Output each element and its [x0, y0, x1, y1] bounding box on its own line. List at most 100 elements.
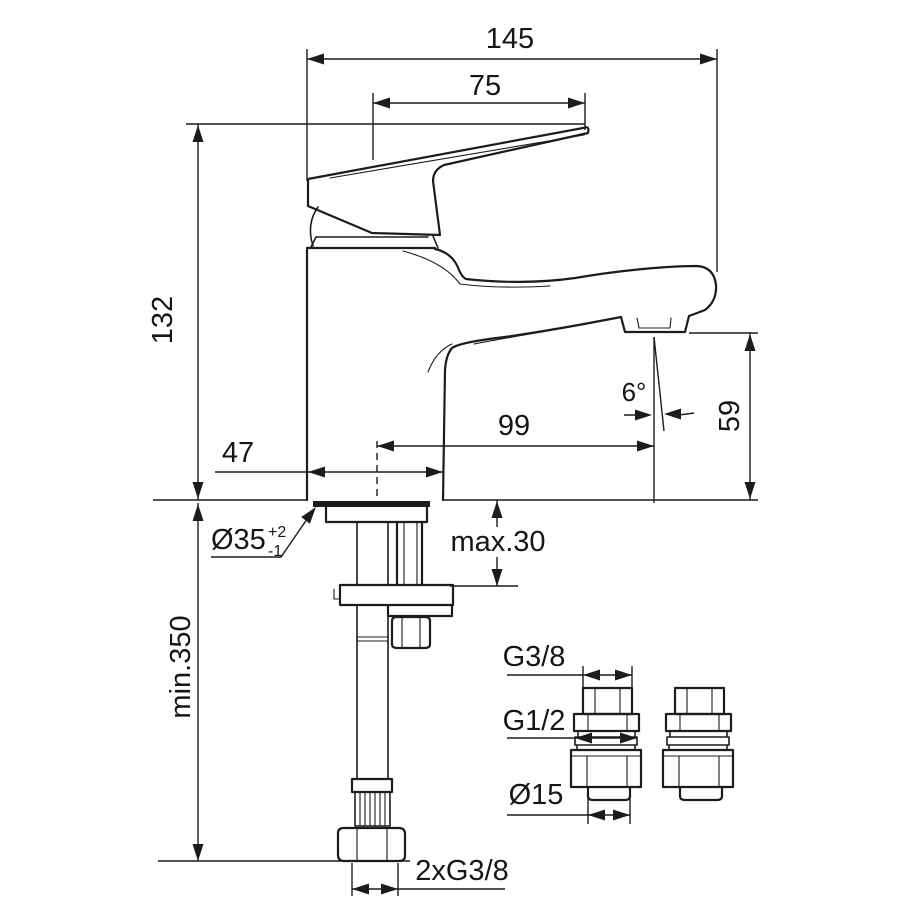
ext-lines: [582, 666, 633, 688]
dim-arrow: [491, 501, 503, 518]
hole-tolerance-lower: -1: [268, 543, 282, 560]
dim-arrow: [613, 809, 630, 821]
dim-arrow: [192, 125, 204, 142]
fitting-thread-top-label: G3/8: [503, 641, 566, 673]
mounting-deck: [153, 499, 758, 524]
ext-lines: [306, 49, 718, 272]
shank-tube: [395, 520, 424, 586]
dim-spout-reach: 99: [376, 410, 654, 504]
mounting-nut: [390, 615, 432, 650]
fitting-foot: [586, 785, 632, 802]
cap-top-edge: [310, 235, 439, 249]
compression-fitting-2: [661, 686, 735, 802]
aerator: [619, 314, 691, 334]
aerator-outline: [619, 314, 691, 334]
ext-lines: [351, 863, 399, 896]
dim-overall-length: 145: [306, 23, 718, 272]
arrow-tails: [624, 412, 695, 416]
dim-arrow: [744, 334, 756, 351]
shank-tube-inner: [403, 521, 418, 585]
dim-arrow: [588, 809, 605, 821]
handle-blade-inner-line: [329, 134, 585, 179]
fitting-stub: [581, 686, 634, 716]
dim-arrow: [192, 844, 204, 861]
spout-fillet: [427, 343, 453, 373]
handle-outline: [306, 126, 590, 237]
hose-ribs-outline: [354, 791, 391, 827]
dim-height: 132: [147, 123, 585, 500]
dim-arrow: [377, 440, 394, 452]
dim-outlet-height: 59: [689, 332, 758, 500]
dim-spout-angle: 6°: [622, 336, 695, 503]
dim-arrow: [615, 669, 632, 681]
shank-flange: [324, 505, 429, 524]
mounting-hardware: [333, 583, 455, 650]
dim-hose-length-label: min.350: [165, 615, 197, 718]
dim-pipe-diameter: Ø15: [507, 779, 631, 824]
washer-flange: [338, 583, 455, 607]
hose-braid-upper: [356, 521, 389, 586]
hose-ribs: [359, 791, 386, 827]
hose-end-fitting: [158, 777, 410, 863]
washer-tab: [333, 588, 341, 600]
dim-arrow: [637, 440, 654, 452]
dim-overall-length-label: 145: [486, 23, 534, 55]
pipe-diameter-label: Ø15: [509, 779, 564, 811]
dim-arrow: [744, 482, 756, 499]
spout-top-edge: [433, 247, 718, 318]
faucet-body: [305, 246, 447, 502]
dim-arrow: [491, 569, 503, 586]
hose-nut: [336, 826, 407, 863]
dim-spout-angle-label: 6°: [622, 377, 647, 407]
dim-handle-length-label: 75: [469, 70, 501, 102]
dim-body-width-label: 47: [222, 437, 254, 469]
flex-hose: [356, 520, 424, 780]
spout-underside-highlight: [473, 318, 613, 345]
faucet-spout: [402, 247, 718, 373]
compression-fitting-1: [569, 686, 643, 802]
ext-lines: [587, 793, 631, 824]
dim-height-label: 132: [147, 296, 179, 344]
dim-arrow: [700, 53, 717, 65]
dim-arrow: [381, 883, 398, 895]
hose-braid-lower: [356, 604, 389, 780]
dim-deck-thickness: max.30: [450, 500, 546, 587]
fitting-hex-upper-facets: [587, 713, 628, 732]
mounting-nut-facets: [401, 616, 421, 649]
dim-arrow: [307, 53, 324, 65]
cartridge-cap: [309, 206, 439, 249]
spout-underside: [443, 315, 623, 372]
hole-tolerance-upper: +2: [268, 524, 286, 541]
hose-threads-label: 2xG3/8: [415, 855, 509, 887]
base-gasket: [313, 501, 430, 507]
dim-spout-reach-label: 99: [498, 410, 530, 442]
faucet-handle: [306, 126, 590, 237]
body-right-edge: [441, 368, 447, 502]
hole-diameter-label: Ø35: [211, 524, 266, 556]
dim-arrow: [192, 482, 204, 499]
dim-handle-length: 75: [372, 70, 586, 160]
washer-step: [386, 603, 454, 618]
fitting-thread-mid-label: G1/2: [503, 705, 566, 737]
hose-collar: [350, 777, 394, 794]
dim-arrow: [583, 669, 600, 681]
dim-hose-length: min.350: [165, 503, 204, 861]
dim-hose-threads: 2xG3/8: [351, 855, 509, 896]
hose-joint-lines: [356, 636, 389, 642]
dim-fitting-thread-top: G3/8: [503, 641, 633, 688]
cap-left-arc: [309, 206, 319, 247]
dim-arrow: [352, 883, 369, 895]
dim-deck-thickness-label: max.30: [450, 526, 545, 558]
fitting-hex-lower-facets: [570, 755, 642, 788]
ref-line-slanted: [653, 336, 665, 432]
dim-body-width: 47: [215, 437, 443, 478]
dim-arrow: [426, 466, 443, 478]
fitting-hex-upper: [572, 712, 641, 733]
fitting-stub-inner: [594, 687, 621, 715]
dim-arrow: [568, 97, 585, 109]
dim-outlet-height-label: 59: [714, 400, 746, 432]
callout-hole-diameter: Ø35 +2 -1: [211, 503, 321, 560]
aerator-inner: [636, 317, 672, 329]
